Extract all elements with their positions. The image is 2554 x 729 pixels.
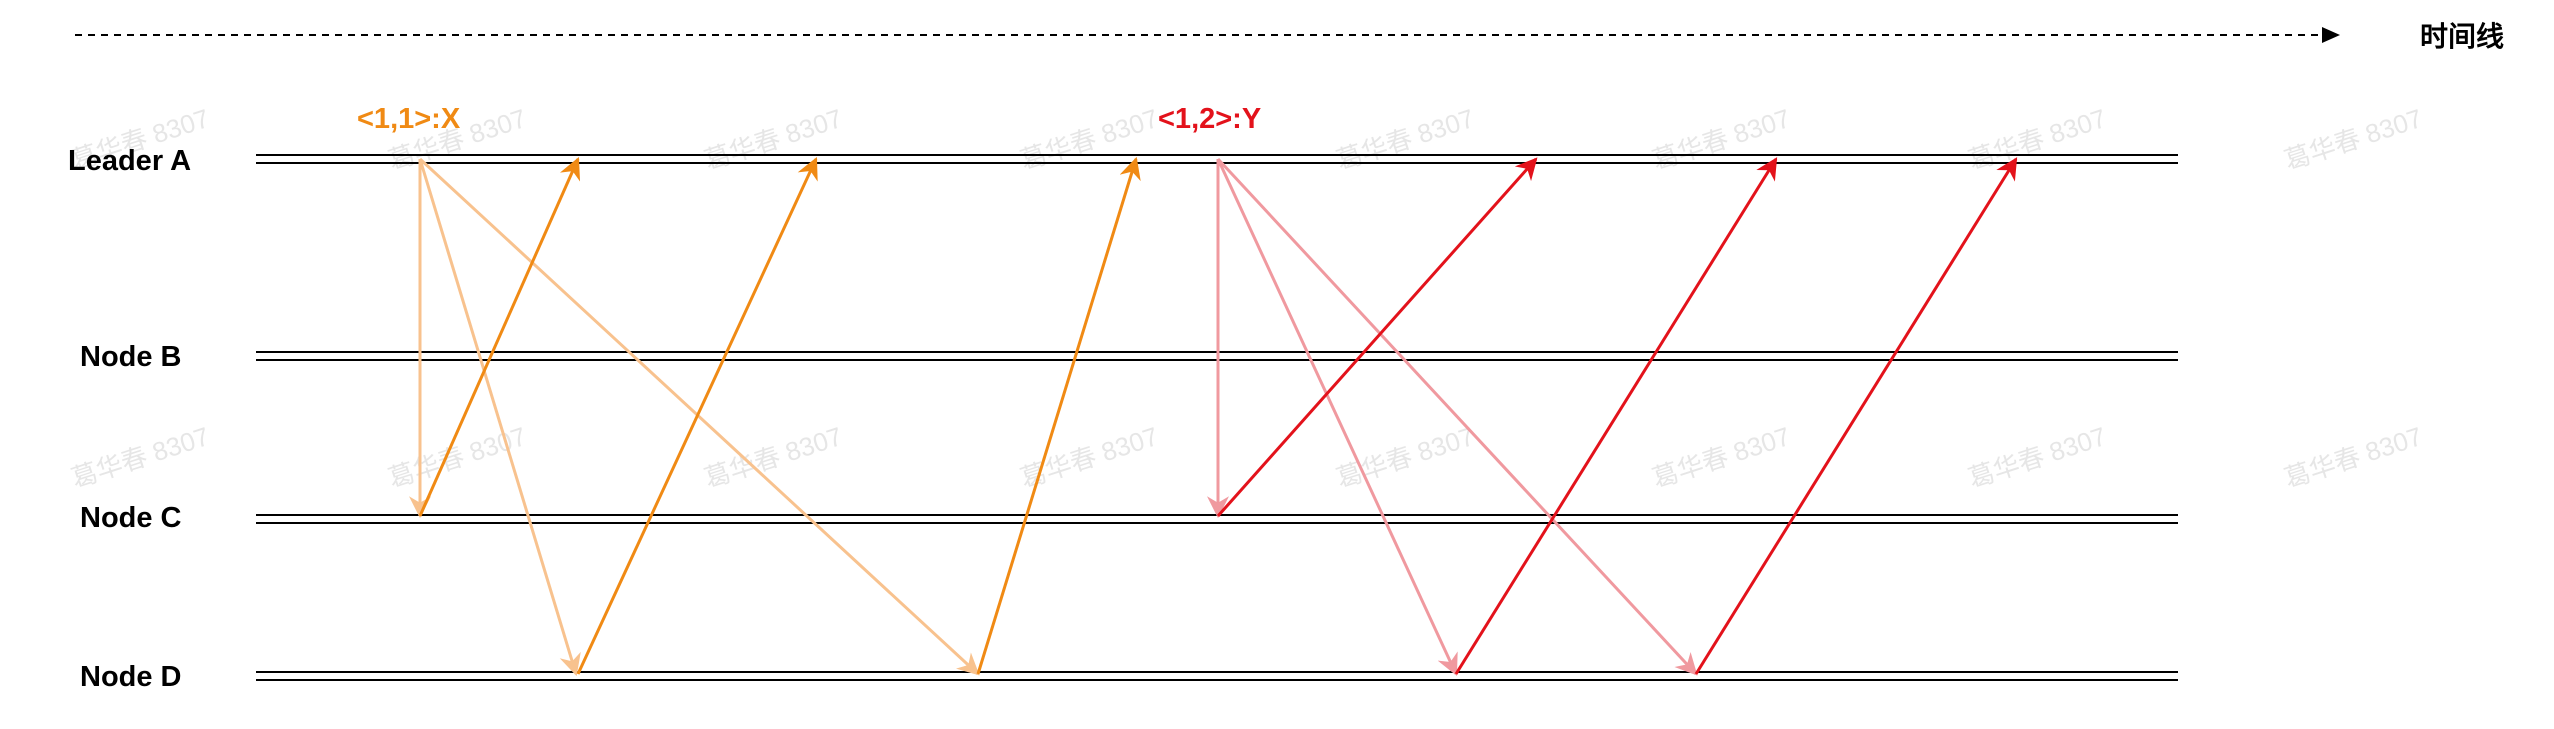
- message-label-y: <1,2>:Y: [1158, 103, 1261, 135]
- y-response-from-node-d-2-arrow: [1694, 157, 2018, 675]
- watermark-text: 葛华春 8307: [68, 421, 213, 494]
- timeline-label: 时间线: [2420, 20, 2504, 53]
- timeline-arrowhead-icon: [2322, 27, 2340, 43]
- watermark-text: 葛华春 8307: [701, 103, 846, 176]
- watermark-text: 葛华春 8307: [1017, 103, 1162, 176]
- watermark-text: 葛华春 8307: [2281, 421, 2426, 494]
- message-arrows: [409, 156, 2018, 677]
- message-label-x: <1,1>:X: [357, 103, 461, 135]
- watermark-text: 葛华春 8307: [1017, 421, 1162, 494]
- y-request-to-node-d-1-arrow: [1216, 158, 1458, 676]
- x-response-from-node-c-arrow: [418, 156, 581, 517]
- timeline: 时间线: [75, 20, 2504, 53]
- watermark-text: 葛华春 8307: [1649, 421, 1794, 494]
- x-request-to-node-d-1-arrow: [418, 158, 581, 677]
- y-request-to-node-d-2-arrow: [1216, 157, 1698, 676]
- node-label-node-d: Node D: [80, 661, 182, 693]
- y-response-from-node-d-1-arrow: [1454, 157, 1778, 675]
- watermark-text: 葛华春 8307: [1333, 103, 1478, 176]
- x-request-to-node-d-2-arrow: [418, 157, 980, 676]
- watermark-text: 葛华春 8307: [1965, 103, 2110, 176]
- lane-node-c: [256, 514, 2178, 524]
- node-label-leader-a: Leader A: [68, 145, 191, 177]
- watermark-text: 葛华春 8307: [2281, 103, 2426, 176]
- node-label-node-c: Node C: [80, 502, 182, 534]
- lane-node-d: [256, 671, 2178, 681]
- x-response-from-node-d-1-arrow: [576, 157, 818, 675]
- watermark-text: 葛华春 8307: [701, 421, 846, 494]
- y-response-from-node-c-arrow: [1216, 157, 1538, 517]
- x-response-from-node-d-2-arrow: [976, 156, 1141, 675]
- node-label-node-b: Node B: [80, 341, 182, 373]
- watermark-text: 葛华春 8307: [1965, 421, 2110, 494]
